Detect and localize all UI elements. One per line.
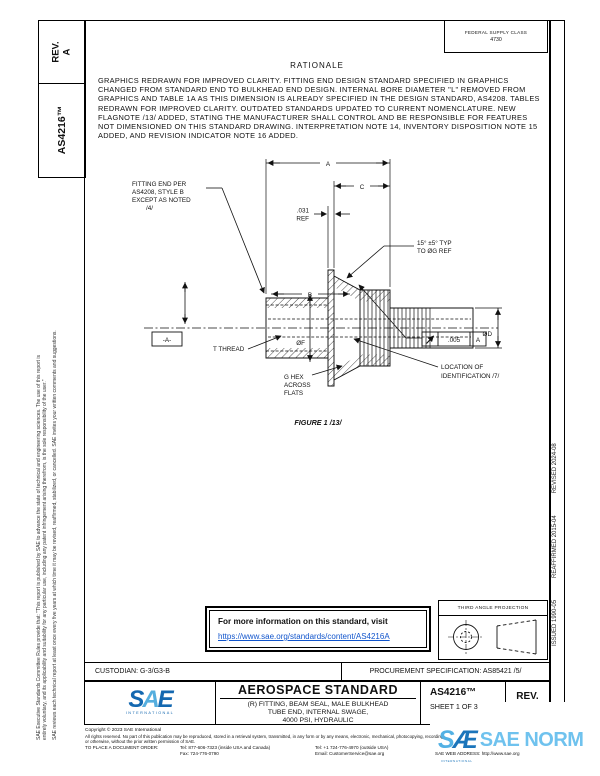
figure-caption: FIGURE 1 /13/ [294, 418, 342, 427]
dia-f-label: ØF [296, 340, 305, 347]
datum-a-flag: -A- [151, 331, 183, 347]
svg-text:ACROSS: ACROSS [284, 382, 311, 389]
sae-logo: SAE INTERNATIONAL [85, 681, 216, 724]
title-block-main: SAE INTERNATIONAL AEROSPACE STANDARD (R)… [84, 680, 600, 776]
fsc-value: 4730 [490, 36, 502, 43]
contact-info-row: Fax: 724-776-0790 Email: CustomerService… [85, 751, 520, 756]
figure-annotations: FITTING END PER AS4208, STYLE B EXCEPT A… [132, 161, 500, 427]
extension-lines [265, 159, 502, 349]
sae-norm-watermark: SÆ INTERNATIONAL SAE NORM [438, 726, 584, 773]
procurement-cell: PROCUREMENT SPECIFICATION: AS85421 /5/ [369, 668, 522, 676]
hex-label: G HEX [284, 374, 304, 381]
issued-date: ISSUED 1990-05 [552, 599, 558, 646]
datum-label: -A- [163, 337, 171, 344]
rationale-paragraph: GRAPHICS REDRAWN FOR IMPROVED CLARITY. F… [98, 76, 540, 141]
doc-number-box: AS4216™ [38, 82, 86, 178]
svg-text:IDENTIFICATION /7/: IDENTIFICATION /7/ [441, 373, 500, 380]
document-type-title: AEROSPACE STANDARD [220, 683, 416, 699]
dim-b-label: B [308, 292, 312, 299]
svg-text:REF: REF [296, 216, 309, 223]
fitting-profile [265, 269, 474, 387]
rev-value: A [60, 48, 72, 56]
svg-text:EXCEPT AS NOTED: EXCEPT AS NOTED [132, 197, 191, 204]
dim-a-label: A [326, 161, 331, 168]
rights-line-2: or otherwise, without the prior written … [85, 738, 196, 744]
third-angle-projection-box: THIRD ANGLE PROJECTION [438, 600, 548, 660]
web-address: SAE WEB ADDRESS: http://www.sae.org [435, 750, 520, 756]
svg-text:AS4208, STYLE B: AS4208, STYLE B [132, 189, 184, 196]
revision-history-vertical: ISSUED 1990-05 REAFFIRMED 2015-04 REVISE… [552, 352, 558, 646]
disclaimer-line-3: SAE reviews each technical report at lea… [52, 330, 58, 740]
fitting-end-note: FITTING END PER [132, 181, 187, 188]
order-label: TO PLACE A DOCUMENT ORDER: [85, 744, 159, 750]
projection-label: THIRD ANGLE PROJECTION [439, 601, 547, 616]
section-hatching [266, 270, 390, 386]
copyright-line: Copyright © 2023 SAE International [85, 727, 162, 733]
leader-lines [206, 187, 439, 376]
sae-logo-subtext: INTERNATIONAL [125, 711, 175, 715]
fsc-label: FEDERAL SUPPLY CLASS [464, 30, 528, 36]
fax-number: Fax: 724-776-0790 [180, 750, 219, 756]
more-info-box: For more information on this standard, v… [205, 606, 431, 652]
figure-1-technical-drawing: -A- .005 A FITTING END PER AS4208, STYLE… [132, 159, 502, 427]
tel-outside: Tel: +1 724-776-4970 (outside USA) [315, 744, 389, 750]
rev-label: REV. [50, 41, 62, 63]
document-number: AS4216™ [430, 687, 477, 698]
sae-review-notice-text: SAE reviews each technical report at lea… [52, 178, 58, 740]
svg-text:FLATS: FLATS [284, 390, 303, 397]
standard-link[interactable]: https://www.sae.org/standards/content/AS… [218, 632, 390, 641]
order-info-row: TO PLACE A DOCUMENT ORDER: Tel: 877-606-… [85, 745, 388, 750]
custodian-cell: CUSTODIAN: G-3/G3-B [85, 663, 342, 681]
sheet-number: SHEET 1 OF 3 [430, 702, 600, 776]
sae-norm-logo-icon: SÆ INTERNATIONAL [438, 726, 478, 764]
federal-supply-class-box: FEDERAL SUPPLY CLASS 4730 [444, 20, 548, 53]
doc-number-vertical: AS4216™ [55, 106, 68, 155]
dia-d-label: ØD [483, 331, 493, 338]
dim-c-label: C [360, 184, 365, 191]
rationale-title: RATIONALE [290, 61, 344, 70]
thread-label: T THREAD [213, 346, 245, 353]
document-title-cell: AEROSPACE STANDARD (R) FITTING, BEAM SEA… [216, 681, 421, 724]
feature-control-frame: .005 A [421, 331, 487, 347]
angle-note: 15° ±5° TYP [417, 239, 452, 247]
reaffirmed-date: REAFFIRMED 2015-04 [552, 515, 558, 578]
location-id-label: LOCATION OF [441, 364, 483, 371]
email-address: Email: CustomerService@sae.org [315, 750, 385, 756]
svg-text:/4/: /4/ [146, 205, 153, 212]
runout-symbol-icon [426, 335, 434, 344]
svg-text:TO ØG REF: TO ØG REF [417, 248, 452, 255]
hidden-lines [266, 304, 471, 352]
fcf-datum-ref: A [476, 337, 481, 344]
disclaimer-line-2: entirely voluntary, and its applicabilit… [42, 379, 49, 740]
title-block-row-custodian: CUSTODIAN: G-3/G3-B PROCUREMENT SPECIFIC… [84, 662, 550, 682]
ref-031-label: .031 [297, 208, 310, 215]
rev-box: REV. A [38, 20, 86, 84]
watermark-text: SAE NORM [479, 729, 584, 751]
tel-inside: Tel: 877-606-7323 (inside USA and Canada… [180, 744, 271, 750]
third-angle-projection-icon [448, 619, 537, 655]
sae-disclaimer-text: SAE Executive Standards Committee Rules … [36, 178, 48, 740]
dimension-lines [182, 160, 501, 362]
fcf-tolerance: .005 [448, 337, 461, 344]
info-text: For more information on this standard, v… [218, 617, 388, 626]
revised-date: REVISED 2024-08 [552, 443, 558, 494]
document-subtitle: (R) FITTING, BEAM SEAL, MALE BULKHEAD [247, 701, 389, 708]
document-number-cell: AS4216™ SHEET 1 OF 3 [421, 681, 600, 776]
rights-line-1: All rights reserved. No part of this pub… [85, 733, 445, 739]
